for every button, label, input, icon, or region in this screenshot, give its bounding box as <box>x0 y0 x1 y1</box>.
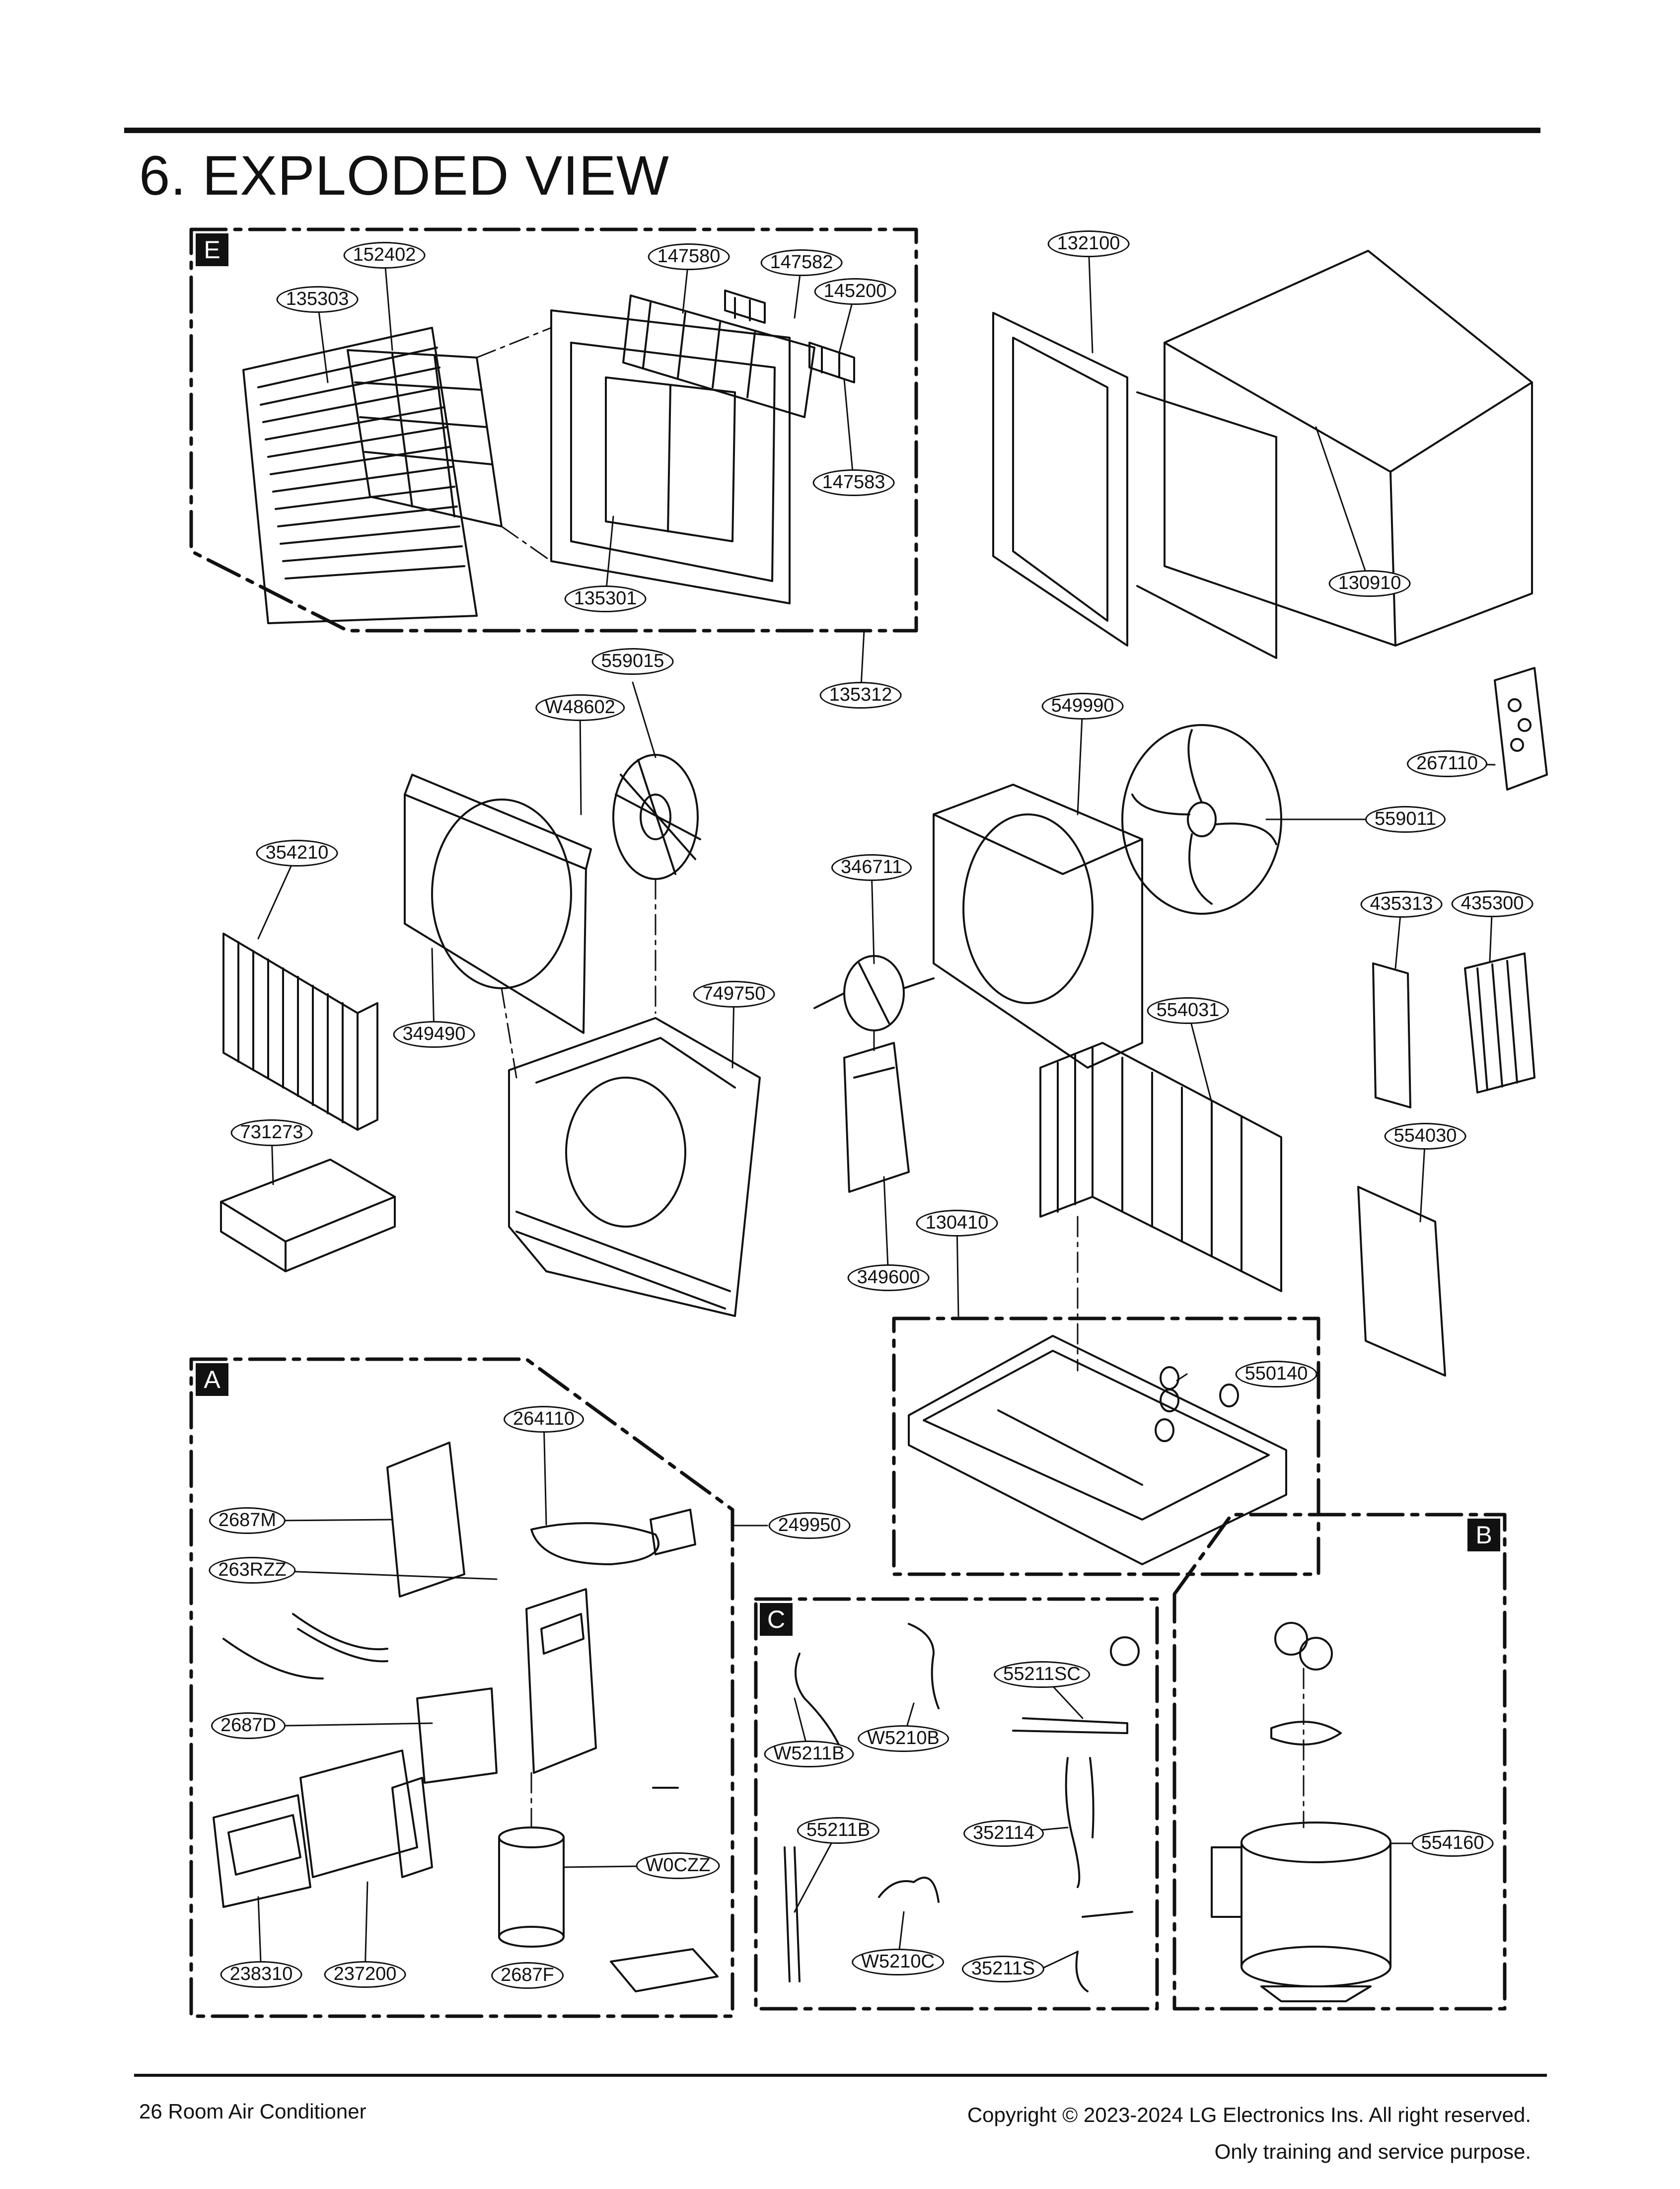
fan-motor <box>813 955 935 1031</box>
footer-purpose: Only training and service purpose. <box>1214 2139 1531 2163</box>
compressor <box>1211 1622 1391 2002</box>
section-c-frame <box>754 1597 1159 2011</box>
part-callout: 55211B <box>797 1817 880 1844</box>
part-callout: 346711 <box>831 854 912 881</box>
part-callout: 2687D <box>211 1712 286 1739</box>
fan-shroud <box>933 784 1143 1069</box>
front-grille <box>242 327 478 624</box>
control-box-parts <box>213 1442 719 1992</box>
part-callout: 132100 <box>1047 230 1130 257</box>
section-b-label: B <box>1467 1519 1500 1551</box>
part-callout: 559011 <box>1365 806 1446 833</box>
blower-wheel <box>612 754 701 880</box>
grommets <box>1155 1366 1239 1442</box>
section-e-label: E <box>196 233 228 266</box>
section-a-label: A <box>196 1363 228 1396</box>
part-callout: 35211S <box>961 1956 1045 1982</box>
part-callout: 147582 <box>760 249 843 276</box>
part-callout: 147583 <box>812 469 895 496</box>
part-callout: 130410 <box>916 1210 998 1237</box>
part-callout: 554031 <box>1147 997 1229 1024</box>
part-callout: W5210B <box>858 1725 949 1752</box>
part-callout: 152402 <box>343 242 426 269</box>
part-callout: 2687M <box>209 1507 286 1534</box>
part-callout: W5211B <box>764 1741 854 1767</box>
part-callout: 349600 <box>847 1264 930 1291</box>
base-pan-frame <box>892 1316 1320 1576</box>
footer-copyright: Copyright © 2023-2024 LG Electronics Ins… <box>967 2103 1531 2126</box>
part-callout: 237200 <box>324 1961 406 1988</box>
footer-notice: Copyright © 2023-2024 LG Electronics Ins… <box>967 2097 1531 2170</box>
part-callout: 135303 <box>276 286 359 313</box>
part-callout: 559015 <box>591 648 674 675</box>
base-pan <box>908 1335 1287 1565</box>
page-title: 6. EXPLODED VIEW <box>139 145 669 207</box>
air-filter <box>347 349 503 527</box>
part-callout: W48602 <box>535 694 625 721</box>
part-callout: 267110 <box>1407 750 1487 777</box>
part-callout: 435313 <box>1360 891 1443 918</box>
part-callout: 554160 <box>1411 1830 1494 1857</box>
louver <box>622 294 815 418</box>
fan-guards <box>1372 952 1535 1108</box>
condenser <box>1039 1042 1282 1292</box>
section-c-label: C <box>760 1603 793 1636</box>
side-panel <box>1357 1186 1446 1377</box>
part-callout: 264110 <box>504 1406 584 1433</box>
cabinet <box>1164 250 1533 647</box>
part-callout: 238310 <box>220 1961 302 1988</box>
motor-bracket <box>843 1042 910 1193</box>
part-callout: 354210 <box>256 840 338 867</box>
top-rule <box>124 128 1540 133</box>
part-callout: 55211SC <box>994 1661 1090 1688</box>
footer-page-info: 26 Room Air Conditioner <box>139 2100 366 2123</box>
part-callout: 554030 <box>1384 1123 1466 1150</box>
part-callout: 249950 <box>768 1512 851 1539</box>
part-callout: 130910 <box>1328 570 1411 597</box>
part-callout: W5210C <box>852 1949 944 1975</box>
part-callout: 2687F <box>491 1962 564 1989</box>
part-callout: W0CZZ <box>636 1852 720 1879</box>
part-callout: 145200 <box>814 278 896 305</box>
bottom-rule <box>134 2074 1547 2077</box>
insulation-pack <box>220 1159 396 1272</box>
front-panel <box>550 309 791 604</box>
part-callout: 435300 <box>1451 890 1534 917</box>
part-callout: 349490 <box>393 1021 475 1048</box>
evaporator <box>222 933 378 1131</box>
vane-links <box>724 290 855 383</box>
refrigerant-pipes <box>784 1623 1140 1992</box>
part-callout: 135301 <box>564 585 647 612</box>
remote-control <box>1494 667 1548 791</box>
section-b-frame <box>1172 1513 1507 2011</box>
part-callout: 263RZZ <box>209 1557 296 1584</box>
part-callout: 749750 <box>693 981 775 1008</box>
part-callout: 550140 <box>1235 1361 1317 1387</box>
part-callout: 549990 <box>1041 693 1124 720</box>
section-e-frame <box>189 227 918 633</box>
part-callout: 352114 <box>963 1820 1044 1847</box>
part-callout: 147580 <box>648 243 730 270</box>
axial-fan <box>1121 724 1282 915</box>
part-callout: 731273 <box>230 1119 313 1146</box>
base-chassis <box>508 1017 761 1317</box>
part-callout: 135312 <box>819 682 902 709</box>
section-a-frame <box>189 1357 734 2018</box>
cabinet-frame <box>992 312 1277 659</box>
